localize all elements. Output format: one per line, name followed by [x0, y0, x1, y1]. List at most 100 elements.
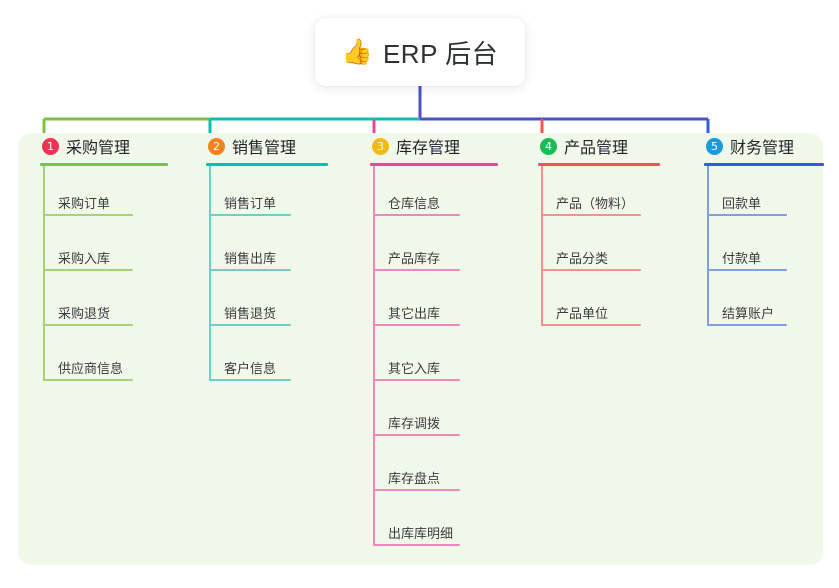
branch-item[interactable]: 产品单位: [538, 276, 660, 331]
branch-item-underline: [43, 214, 133, 216]
thumbs-up-icon: 👍: [341, 37, 373, 66]
branch-item-label: 库存盘点: [388, 471, 441, 486]
branch-item-underline: [373, 379, 460, 381]
branch-item[interactable]: 供应商信息: [40, 331, 168, 386]
branch-item-label: 供应商信息: [58, 361, 124, 376]
branch-item[interactable]: 库存调拨: [370, 386, 498, 441]
branch-item-underline: [209, 214, 291, 216]
branch-item-underline: [541, 324, 641, 326]
branch-item-label: 客户信息: [224, 361, 277, 376]
branch-item[interactable]: 回款单: [704, 166, 824, 221]
branch-item-label: 产品分类: [556, 251, 609, 266]
branch-header[interactable]: 3 库存管理: [370, 133, 498, 159]
branch-item-underline: [373, 214, 460, 216]
branch-item-underline: [209, 324, 291, 326]
branch-item-label: 产品库存: [388, 251, 441, 266]
branch-item-underline: [209, 379, 291, 381]
branch-item[interactable]: 其它出库: [370, 276, 498, 331]
branch-item-underline: [373, 489, 460, 491]
branch-item[interactable]: 产品分类: [538, 221, 660, 276]
branch-item[interactable]: 产品库存: [370, 221, 498, 276]
branch-column: 3 库存管理仓库信息产品库存其它出库其它入库库存调拨库存盘点出库库明细: [370, 133, 498, 551]
branch-items: 仓库信息产品库存其它出库其它入库库存调拨库存盘点出库库明细: [370, 166, 498, 551]
branch-item-underline: [209, 269, 291, 271]
branch-item-underline: [43, 269, 133, 271]
branch-item-label: 采购订单: [58, 196, 111, 211]
branch-item-label: 销售订单: [224, 196, 277, 211]
branch-spine: [373, 166, 375, 546]
branch-spine: [43, 166, 45, 381]
branch-item[interactable]: 库存盘点: [370, 441, 498, 496]
branch-item-label: 产品单位: [556, 306, 609, 321]
branch-item-underline: [707, 324, 787, 326]
branch-item-label: 仓库信息: [388, 196, 441, 211]
branch-underline: [40, 163, 168, 166]
branch-item-label: 结算账户: [722, 306, 775, 321]
branch-underline: [704, 163, 824, 166]
branch-item-label: 销售出库: [224, 251, 277, 266]
branch-item-underline: [373, 434, 460, 436]
branch-item-underline: [373, 324, 460, 326]
branch-title: 销售管理: [232, 140, 297, 157]
branch-item[interactable]: 采购订单: [40, 166, 168, 221]
branch-spine: [209, 166, 211, 381]
root-node-title: ERP 后台: [382, 38, 499, 69]
branch-item-label: 采购入库: [58, 251, 111, 266]
branch-item-label: 产品（物料）: [556, 196, 635, 211]
branch-header[interactable]: 1 采购管理: [40, 133, 168, 159]
branch-title: 财务管理: [730, 140, 795, 157]
branch-item[interactable]: 销售出库: [206, 221, 328, 276]
branch-number-badge: 3: [372, 137, 389, 155]
branch-item-underline: [707, 269, 787, 271]
branch-title: 库存管理: [396, 140, 461, 157]
branch-items: 销售订单销售出库销售退货客户信息: [206, 166, 328, 386]
branch-column: 2 销售管理销售订单销售出库销售退货客户信息: [206, 133, 328, 386]
root-node[interactable]: 👍 ERP 后台: [315, 18, 525, 86]
root-node-content: 👍 ERP 后台: [342, 34, 498, 71]
branch-column: 1 采购管理采购订单采购入库采购退货供应商信息: [40, 133, 168, 386]
branch-underline: [538, 163, 660, 166]
branch-header[interactable]: 2 销售管理: [206, 133, 328, 159]
branch-item-underline: [541, 214, 641, 216]
branch-column: 5 财务管理回款单付款单结算账户: [704, 133, 824, 331]
branch-item-underline: [43, 324, 133, 326]
branch-item[interactable]: 其它入库: [370, 331, 498, 386]
branch-item[interactable]: 结算账户: [704, 276, 824, 331]
branch-item[interactable]: 销售订单: [206, 166, 328, 221]
branch-number-badge: 2: [208, 137, 225, 155]
branch-number-badge: 1: [42, 137, 59, 155]
branch-spine: [541, 166, 543, 326]
branch-item[interactable]: 产品（物料）: [538, 166, 660, 221]
branch-item-label: 付款单: [722, 251, 762, 266]
branch-item[interactable]: 客户信息: [206, 331, 328, 386]
branch-item[interactable]: 出库库明细: [370, 496, 498, 551]
branch-item-label: 库存调拨: [388, 416, 441, 431]
branch-item[interactable]: 付款单: [704, 221, 824, 276]
branch-spine: [707, 166, 709, 326]
branch-items: 产品（物料） 产品分类产品单位: [538, 166, 660, 331]
branch-item-underline: [541, 269, 641, 271]
branch-item-label: 回款单: [722, 196, 762, 211]
branch-item[interactable]: 销售退货: [206, 276, 328, 331]
branch-item-underline: [707, 214, 787, 216]
branch-item[interactable]: 采购退货: [40, 276, 168, 331]
branches-panel: 1 采购管理采购订单采购入库采购退货供应商信息 2 销售管理销售订单销售出库销售退货客…: [18, 133, 824, 565]
branch-item-label: 其它入库: [388, 361, 441, 376]
branch-item-label: 采购退货: [58, 306, 111, 321]
branch-underline: [370, 163, 498, 166]
branch-item-label: 其它出库: [388, 306, 441, 321]
branch-number-badge: 5: [706, 137, 723, 155]
branch-item[interactable]: 仓库信息: [370, 166, 498, 221]
branch-title: 采购管理: [66, 140, 131, 157]
branch-number-badge: 4: [540, 137, 557, 155]
branch-item-underline: [373, 269, 460, 271]
branch-item-label: 销售退货: [224, 306, 277, 321]
branch-items: 采购订单采购入库采购退货供应商信息: [40, 166, 168, 386]
branch-item-underline: [373, 544, 460, 546]
branch-header[interactable]: 5 财务管理: [704, 133, 824, 159]
branch-item-underline: [43, 379, 133, 381]
branch-item[interactable]: 采购入库: [40, 221, 168, 276]
